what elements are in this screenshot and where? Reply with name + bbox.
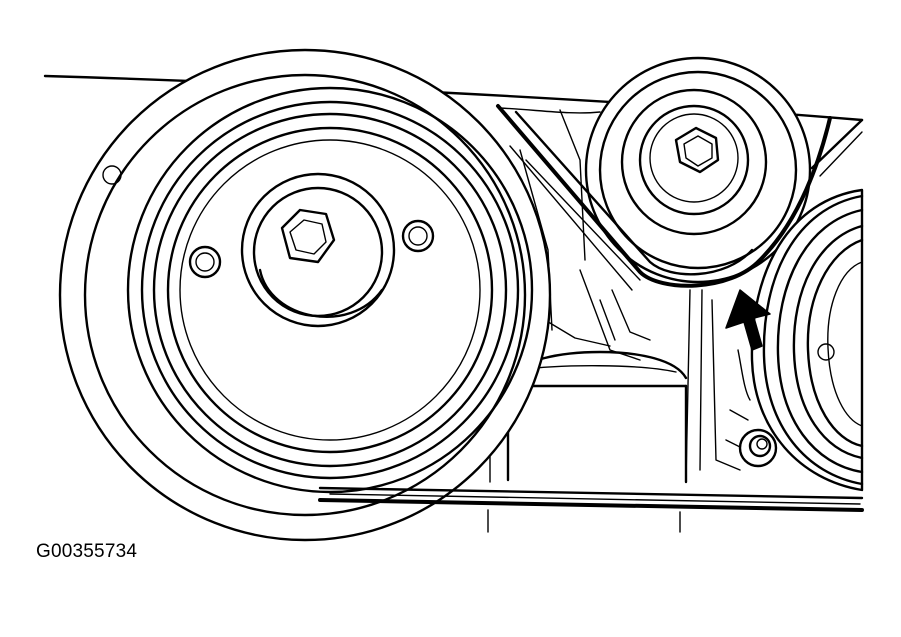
crankshaft-pulley xyxy=(58,48,552,542)
lower-frame-ticks xyxy=(487,509,681,533)
drive-belt xyxy=(318,104,864,512)
idler-pulley xyxy=(584,56,812,284)
alternator-pulley xyxy=(750,188,864,492)
rotation-arrow-icon xyxy=(725,289,771,351)
tensioner-bolt xyxy=(738,428,778,468)
figure-id-label: G00355734 xyxy=(36,541,138,562)
